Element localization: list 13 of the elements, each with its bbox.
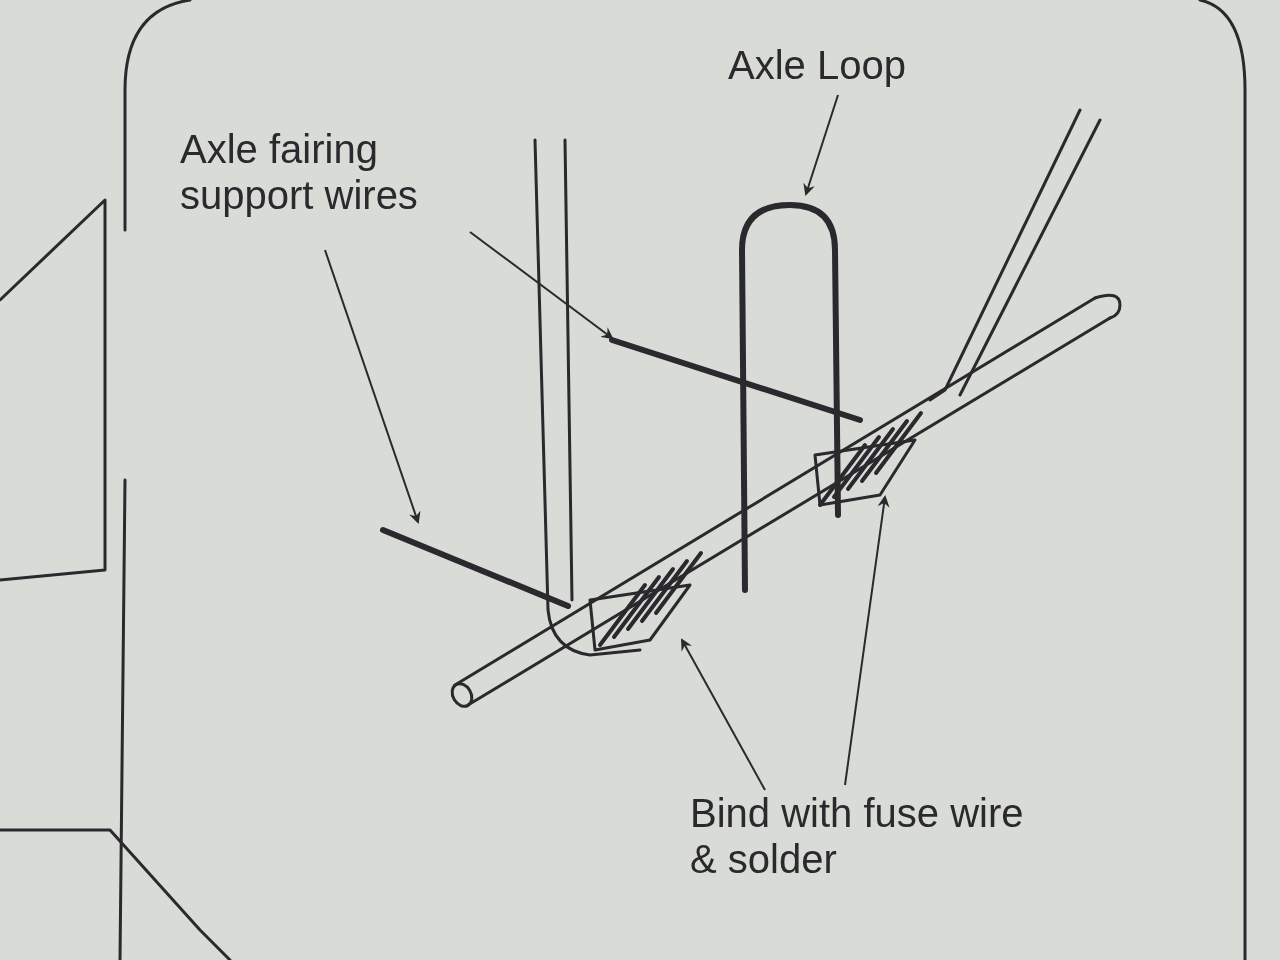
part-label: Bind with fuse wire & solder [690, 790, 1050, 882]
leader-line [681, 638, 766, 791]
leader-line [803, 94, 839, 196]
leader-line [324, 249, 421, 524]
leader-line [844, 495, 890, 786]
part-label: Axle Loop [728, 42, 988, 88]
support-wire [380, 527, 571, 609]
part-label: Axle fairing support wires [180, 126, 520, 218]
wire-binding [588, 551, 703, 652]
leader-line [469, 231, 614, 340]
support-wire [609, 337, 863, 423]
axle-loop [739, 202, 841, 593]
wire-binding [813, 411, 923, 507]
